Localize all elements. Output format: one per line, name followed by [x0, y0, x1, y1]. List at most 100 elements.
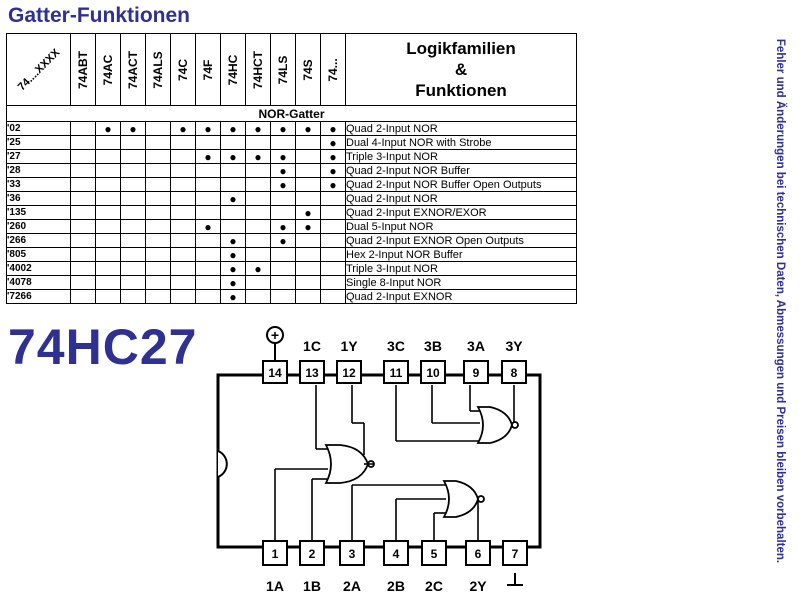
availability-cell — [120, 205, 146, 220]
function-description-cell: Quad 2-Input NOR — [345, 121, 577, 136]
nor-gate-2-bubble — [477, 495, 485, 503]
function-description-cell: Quad 2-Input EXNOR/EXOR — [345, 205, 577, 220]
table-row: '33●●Quad 2-Input NOR Buffer Open Output… — [6, 177, 577, 192]
availability-cell — [170, 289, 196, 304]
availability-cell — [120, 247, 146, 262]
availability-dot: ● — [320, 121, 346, 136]
function-description-cell: Quad 2-Input NOR — [345, 191, 577, 206]
table-row: '7266●Quad 2-Input EXNOR — [6, 289, 577, 304]
table-row: '266●●Quad 2-Input EXNOR Open Outputs — [6, 233, 577, 248]
pin-number: 4 — [393, 547, 400, 561]
availability-cell — [270, 261, 296, 276]
disclaimer-text: Fehler und Änderungen bei technischen Da… — [774, 38, 786, 563]
function-description-cell: Quad 2-Input EXNOR — [345, 289, 577, 304]
availability-cell — [120, 149, 146, 164]
pin-label: 2C — [425, 578, 443, 594]
table-row: '02●●●●●●●●●Quad 2-Input NOR — [6, 121, 577, 136]
section-row: NOR-Gatter — [6, 105, 577, 122]
internal-wiring — [274, 385, 515, 555]
availability-cell — [70, 275, 96, 290]
availability-cell — [70, 261, 96, 276]
function-description-cell: Quad 2-Input EXNOR Open Outputs — [345, 233, 577, 248]
availability-cell — [220, 219, 246, 234]
availability-cell — [320, 233, 346, 248]
availability-cell — [70, 219, 96, 234]
availability-dot: ● — [270, 149, 296, 164]
availability-cell — [120, 289, 146, 304]
availability-cell — [145, 289, 171, 304]
availability-cell — [220, 163, 246, 178]
availability-cell — [320, 247, 346, 262]
availability-cell — [195, 163, 221, 178]
nor-gate-3 — [476, 406, 513, 444]
availability-cell — [195, 261, 221, 276]
availability-cell — [170, 163, 196, 178]
availability-cell — [120, 135, 146, 150]
part-number-cell: '7266 — [6, 289, 71, 304]
pin-label: 3B — [424, 338, 442, 354]
availability-cell — [295, 289, 321, 304]
part-number-cell: '27 — [6, 149, 71, 164]
family-column-header: 74S — [295, 33, 321, 106]
availability-cell — [295, 163, 321, 178]
availability-cell — [295, 191, 321, 206]
family-column-header: 74HC — [220, 33, 246, 106]
availability-dot: ● — [195, 121, 221, 136]
availability-dot: ● — [245, 149, 271, 164]
availability-cell — [245, 205, 271, 220]
bottom-pin-row: 1 2 3 4 5 6 7 1A 1B 2A 2B 2C 2Y — [262, 540, 528, 594]
availability-dot: ● — [245, 121, 271, 136]
availability-dot: ● — [220, 121, 246, 136]
availability-cell — [270, 247, 296, 262]
availability-cell — [95, 177, 121, 192]
pin-label: 3A — [467, 338, 485, 354]
family-column-header: 74ALS — [145, 33, 171, 106]
availability-cell — [145, 275, 171, 290]
availability-cell — [320, 275, 346, 290]
part-number-cell: '266 — [6, 233, 71, 248]
pin-number: 3 — [349, 547, 356, 561]
availability-cell — [120, 163, 146, 178]
availability-cell — [145, 177, 171, 192]
availability-cell — [320, 289, 346, 304]
availability-dot: ● — [320, 149, 346, 164]
pin-number: 7 — [512, 547, 519, 561]
availability-cell — [145, 191, 171, 206]
availability-cell — [220, 135, 246, 150]
table-row: '27●●●●●Triple 3-Input NOR — [6, 149, 577, 164]
part-number-cell: '805 — [6, 247, 71, 262]
family-column-header: 74AC — [95, 33, 121, 106]
availability-cell — [145, 247, 171, 262]
function-description-cell: Single 8-Input NOR — [345, 275, 577, 290]
availability-cell — [70, 177, 96, 192]
corner-label: 74....XXXX — [15, 46, 62, 93]
availability-cell — [295, 149, 321, 164]
table-row: '805●Hex 2-Input NOR Buffer — [6, 247, 577, 262]
availability-cell — [70, 135, 96, 150]
availability-cell — [145, 219, 171, 234]
availability-dot: ● — [220, 247, 246, 262]
function-description-cell: Quad 2-Input NOR Buffer — [345, 163, 577, 178]
table-header-row: 74....XXXX 74ABT 74AC 74ACT 74ALS 74C 74… — [6, 33, 577, 106]
availability-dot: ● — [320, 163, 346, 178]
availability-cell — [70, 289, 96, 304]
availability-cell — [195, 177, 221, 192]
section-label: NOR-Gatter — [6, 105, 577, 122]
part-number-cell: '4002 — [6, 261, 71, 276]
availability-cell — [120, 177, 146, 192]
pin-label: 3C — [387, 338, 405, 354]
availability-cell — [270, 135, 296, 150]
nor-gate-2 — [442, 480, 479, 518]
availability-cell — [295, 135, 321, 150]
nor-gate-1 — [324, 444, 369, 484]
availability-dot: ● — [220, 191, 246, 206]
availability-dot: ● — [220, 275, 246, 290]
pin-number: 14 — [268, 366, 282, 380]
availability-cell — [170, 275, 196, 290]
pin-number: 9 — [473, 366, 480, 380]
availability-cell — [95, 247, 121, 262]
availability-cell — [70, 233, 96, 248]
pin-label: 1A — [266, 578, 284, 594]
pin-label: 1Y — [340, 338, 358, 354]
availability-cell — [245, 247, 271, 262]
